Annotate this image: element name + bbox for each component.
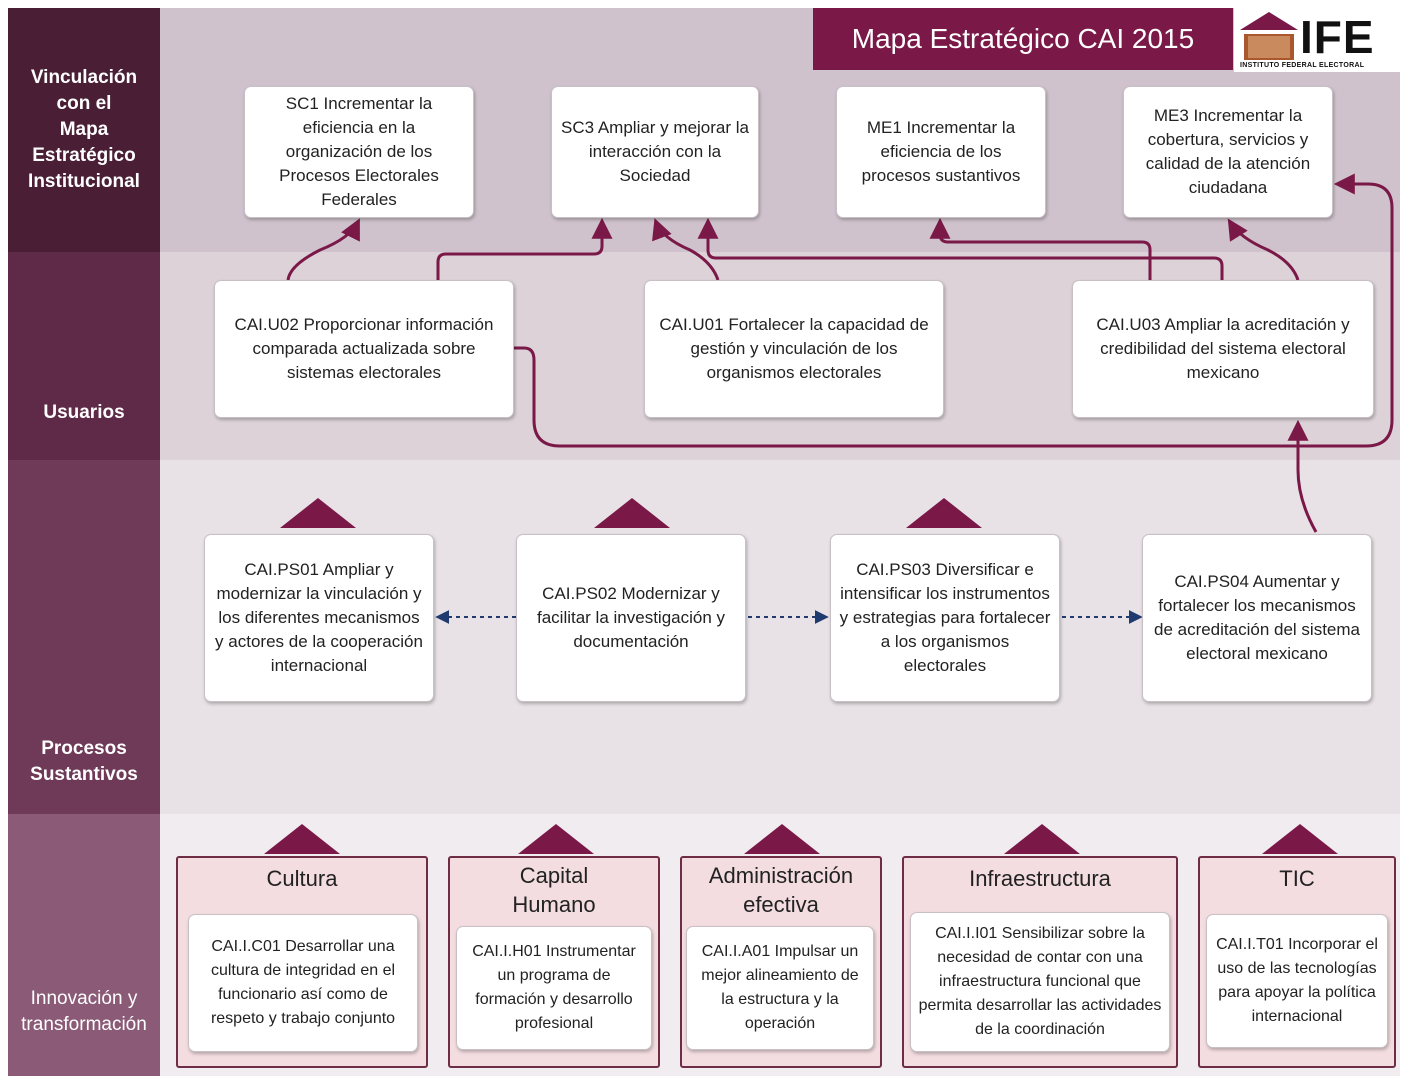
up-triangle-cultura: [264, 824, 340, 854]
objective-ii01: CAI.I.I01 Sensibilizar sobre la necesida…: [910, 912, 1170, 1052]
objective-ia01: CAI.I.A01 Impulsar un mejor alineamiento…: [686, 926, 874, 1050]
up-triangle-ps02: [594, 498, 670, 528]
up-triangle-ps03: [906, 498, 982, 528]
arrow-u03-sc3: [697, 217, 1224, 280]
panel-title-capital-humano: Capital Humano: [512, 863, 596, 917]
objective-sc1: SC1 Incrementar la eficiencia en la orga…: [244, 86, 474, 218]
objective-it01: CAI.I.T01 Incorporar el uso de las tecno…: [1206, 914, 1388, 1048]
arrow-u02-sc3: [436, 217, 613, 280]
panel-capital-humano: Capital Humano CAI.I.H01 Instrumentar un…: [448, 856, 660, 1068]
objective-ps03: CAI.PS03 Diversificar e intensificar los…: [830, 534, 1060, 702]
objective-sc3: SC3 Ampliar y mejorar la interacción con…: [551, 86, 759, 218]
lane-label-usuarios: Usuarios: [8, 252, 160, 460]
ife-logo: IFE INSTITUTO FEDERAL ELECTORAL: [1234, 8, 1402, 72]
objective-u02: CAI.U02 Proporcionar información compara…: [214, 280, 514, 418]
lane-label-innovacion: Innovación y transformación: [8, 814, 160, 1076]
panel-administracion-efectiva: Administración efectiva CAI.I.A01 Impuls…: [680, 856, 882, 1068]
lane-label-vinculacion: Vinculación con el Mapa Estratégico Inst…: [8, 8, 160, 252]
up-triangle-ps01: [280, 498, 356, 528]
objective-me1: ME1 Incrementar la eficiencia de los pro…: [836, 86, 1046, 218]
objective-ic01: CAI.I.C01 Desarrollar una cultura de int…: [188, 914, 418, 1052]
panel-tic: TIC CAI.I.T01 Incorporar el uso de las t…: [1198, 856, 1396, 1068]
panel-title-cultura: Cultura: [266, 866, 338, 891]
objective-ps01: CAI.PS01 Ampliar y modernizar la vincula…: [204, 534, 434, 702]
objective-ps04: CAI.PS04 Aumentar y fortalecer los mecan…: [1142, 534, 1372, 702]
lane-label-procesos: Procesos Sustantivos: [8, 460, 160, 814]
objective-me3: ME3 Incrementar la cobertura, servicios …: [1123, 86, 1333, 218]
panel-title-administracion: Administración efectiva: [708, 863, 854, 917]
objective-ih01: CAI.I.H01 Instrumentar un programa de fo…: [456, 926, 652, 1050]
objective-ps02: CAI.PS02 Modernizar y facilitar la inves…: [516, 534, 746, 702]
up-triangle-infraestructura: [1004, 824, 1080, 854]
arrow-u02-me3-loop: [514, 173, 1394, 448]
arrow-u01-sc3: [652, 218, 720, 281]
arrow-u03-me1: [929, 217, 1152, 280]
arrow-ps04-u03: [1287, 419, 1318, 533]
panel-title-infraestructura: Infraestructura: [969, 866, 1111, 891]
up-triangle-administracion: [744, 824, 820, 854]
map-title: Mapa Estratégico CAI 2015: [813, 8, 1233, 70]
logo-mark-icon: [1240, 12, 1298, 60]
arrow-u03-me3: [1227, 218, 1300, 281]
up-triangle-capital-humano: [518, 824, 594, 854]
up-triangle-tic: [1262, 824, 1338, 854]
arrow-u02-sc1: [286, 218, 360, 281]
objective-u01: CAI.U01 Fortalecer la capacidad de gesti…: [644, 280, 944, 418]
panel-title-tic: TIC: [1279, 866, 1315, 891]
objective-u03: CAI.U03 Ampliar la acreditación y credib…: [1072, 280, 1374, 418]
panel-infraestructura: Infraestructura CAI.I.I01 Sensibilizar s…: [902, 856, 1178, 1068]
panel-cultura: Cultura CAI.I.C01 Desarrollar una cultur…: [176, 856, 428, 1068]
